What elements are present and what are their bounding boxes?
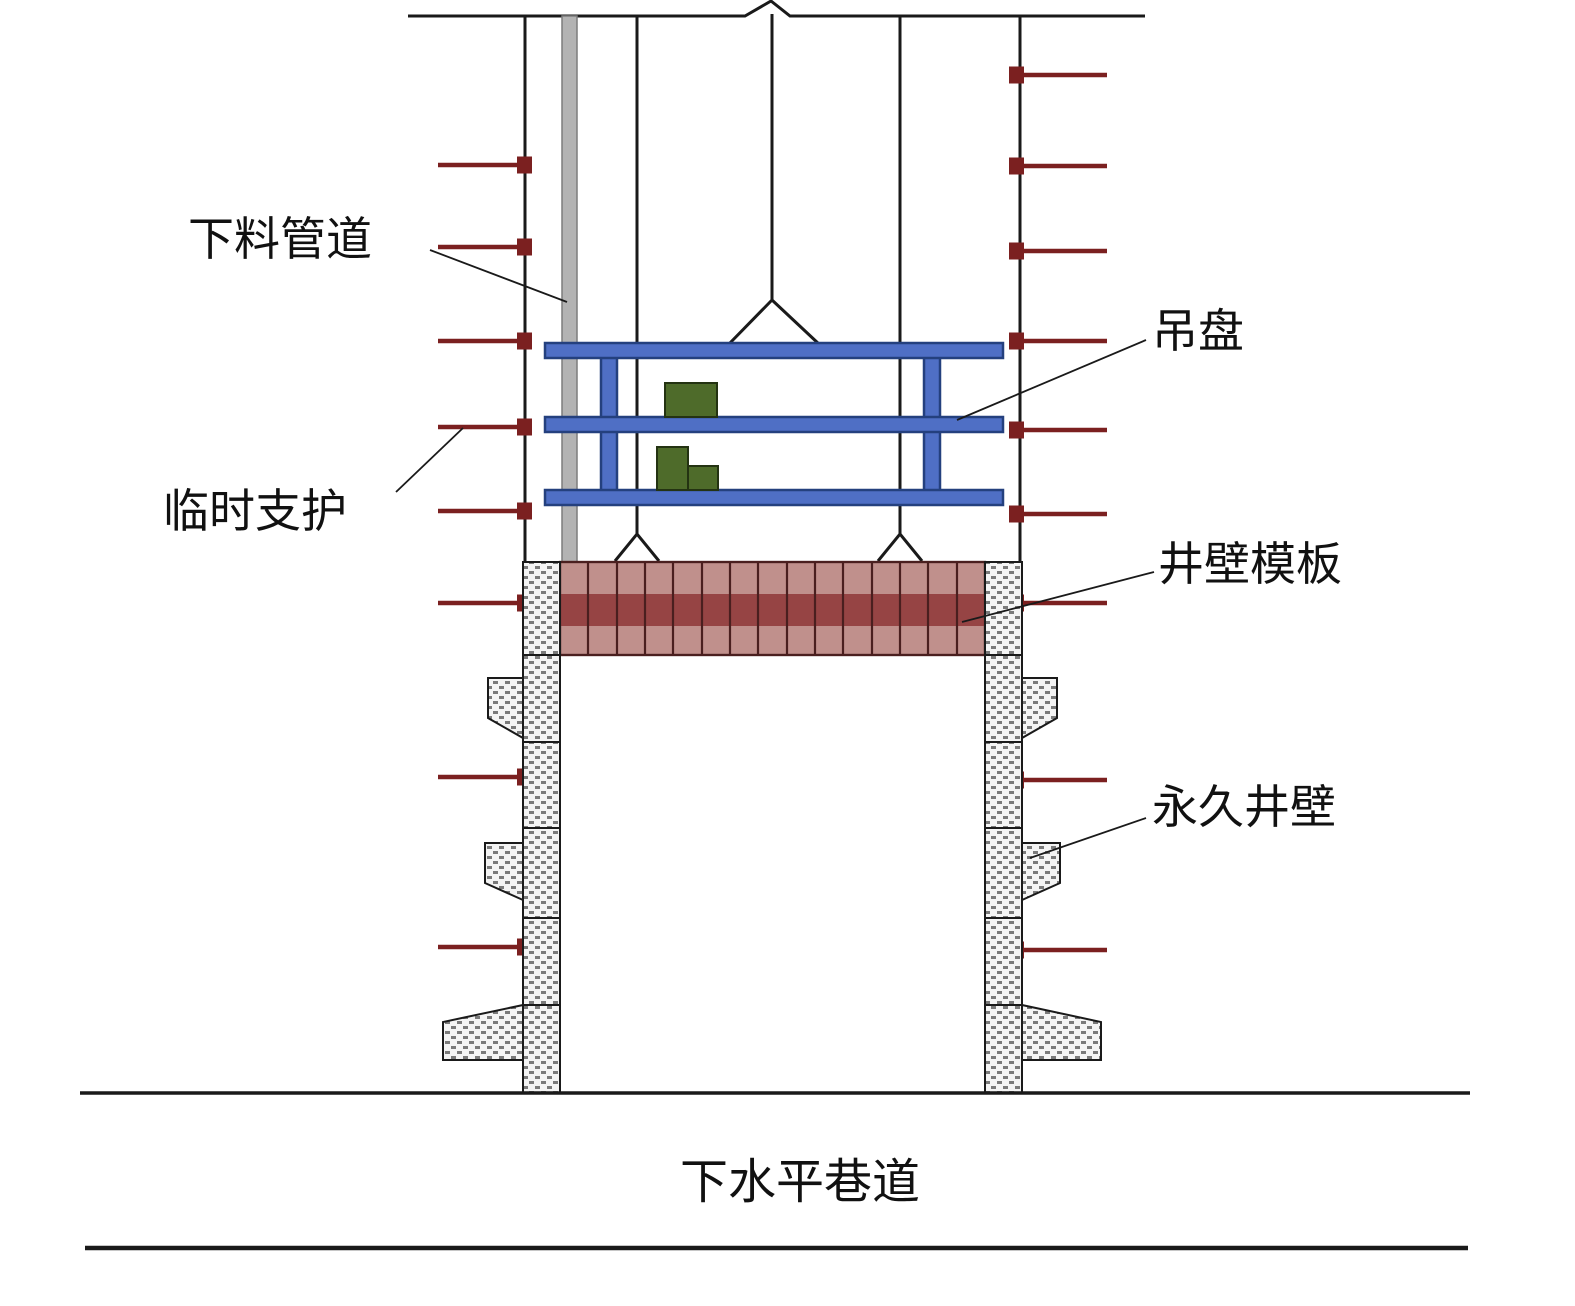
leader-feed-pipe: [429, 249, 568, 303]
rock-bolt-right: [1009, 332, 1107, 350]
equipment-box-1: [664, 382, 718, 418]
rock-bolt-left: [438, 938, 532, 956]
hoist-rope: [726, 14, 822, 347]
formwork-stripe: [560, 594, 985, 626]
label-feed-pipe: 下料管道: [188, 212, 372, 266]
shaft-formwork: [558, 560, 987, 657]
rock-bolt-left: [438, 502, 532, 520]
label-shaft-formwork: 井壁模板: [1158, 537, 1342, 591]
platform-equipment: [656, 382, 719, 491]
top-surface-line-with-break: [408, 0, 1145, 18]
rock-bolt-left: [438, 418, 532, 436]
leader-hanging-platform: [956, 339, 1147, 421]
rock-bolt-right: [1009, 157, 1107, 175]
rock-bolt-right: [1009, 421, 1107, 439]
rock-bolt-left: [438, 332, 532, 350]
rock-bolt-left: [438, 594, 532, 612]
formwork-ribs: [586, 562, 959, 655]
label-permanent-wall: 永久井壁: [1152, 780, 1336, 834]
rock-bolt-left: [438, 238, 532, 256]
suspension-cable-right: [876, 16, 924, 562]
rock-bolt-right: [1009, 66, 1107, 84]
wall-ledge-right-3: [1021, 1003, 1102, 1061]
wall-ledge-right-1: [1021, 677, 1058, 740]
wall-ledge-right-2: [1021, 842, 1061, 902]
feed-pipe: [561, 15, 578, 596]
label-temporary-support: 临时支护: [163, 484, 347, 538]
rock-bolt-right: [1009, 941, 1107, 959]
wall-ledge-left-1: [487, 677, 524, 740]
platform-deck-top: [543, 341, 1005, 360]
hanging-platform: [543, 341, 1005, 507]
rock-bolt-right: [1009, 242, 1107, 260]
permanent-wall: [442, 561, 1102, 1094]
wall-ledge-left-3: [442, 1003, 524, 1061]
rock-bolt-right: [1009, 505, 1107, 523]
rock-bolt-left: [438, 156, 532, 174]
rock-bolt-left: [438, 768, 532, 786]
equipment-box-2: [656, 446, 689, 491]
leader-shaft-formwork: [961, 571, 1155, 623]
label-lower-tunnel: 下水平巷道: [680, 1154, 920, 1210]
wall-ledge-left-2: [484, 842, 524, 902]
platform-deck-middle: [543, 415, 1005, 434]
suspension-cable-left: [613, 16, 661, 562]
leader-permanent-wall: [1029, 817, 1147, 859]
leader-temporary-support: [395, 427, 464, 493]
label-hanging-platform: 吊盘: [1152, 304, 1244, 358]
platform-deck-bottom: [543, 488, 1005, 507]
rock-bolt-right: [1009, 771, 1107, 789]
equipment-box-3: [687, 465, 719, 491]
